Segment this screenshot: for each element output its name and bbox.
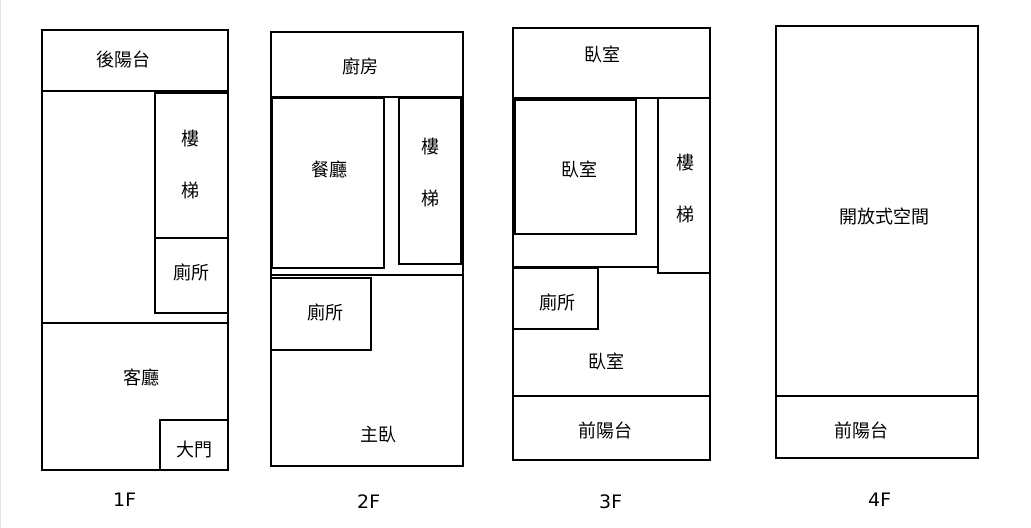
room-3f-toilet bbox=[512, 267, 599, 330]
room-2f-toilet bbox=[270, 277, 372, 351]
room-3f-stairs bbox=[657, 97, 711, 274]
label-2f-stairs: 樓 梯 bbox=[420, 139, 440, 209]
label-2f-master-bedroom: 主臥 bbox=[360, 425, 396, 446]
floor-label-1f: 1F bbox=[113, 489, 137, 511]
wall-2f-middle bbox=[270, 274, 464, 276]
label-3f-stairs-char2: 梯 bbox=[676, 205, 694, 226]
label-2f-kitchen: 廚房 bbox=[342, 57, 378, 78]
label-1f-toilet: 廁所 bbox=[173, 263, 209, 284]
label-1f-stairs-char2: 梯 bbox=[181, 181, 199, 202]
label-3f-bedroom-top: 臥室 bbox=[584, 45, 620, 66]
room-1f-main-door bbox=[159, 419, 229, 471]
label-3f-bedroom-bottom: 臥室 bbox=[588, 352, 624, 373]
wall-3f-top-bedroom bbox=[512, 97, 711, 99]
floor-label-2f: 2F bbox=[357, 491, 381, 513]
wall-1f-back-balcony bbox=[41, 90, 229, 92]
label-2f-stairs-char1: 樓 bbox=[421, 137, 439, 158]
room-2f-dining bbox=[271, 97, 385, 269]
label-2f-toilet: 廁所 bbox=[307, 303, 343, 324]
room-1f-toilet bbox=[154, 237, 229, 314]
label-1f-stairs: 樓 梯 bbox=[180, 131, 200, 201]
label-1f-main-door: 大門 bbox=[176, 440, 212, 461]
floor-plan-4f bbox=[775, 25, 979, 459]
label-4f-front-balcony: 前陽台 bbox=[834, 421, 888, 442]
floor-label-3f: 3F bbox=[599, 491, 623, 513]
wall-3f-front-balcony bbox=[512, 395, 711, 397]
room-3f-middle-bedroom bbox=[514, 99, 637, 235]
wall-1f-living-room bbox=[41, 322, 229, 324]
label-1f-back-balcony: 後陽台 bbox=[96, 50, 150, 71]
label-4f-open-space: 開放式空間 bbox=[839, 207, 929, 228]
label-3f-toilet: 廁所 bbox=[539, 293, 575, 314]
room-2f-stairs bbox=[398, 97, 462, 265]
label-2f-dining: 餐廳 bbox=[311, 160, 347, 181]
label-3f-stairs: 樓 梯 bbox=[675, 155, 695, 225]
wall-4f-front-balcony bbox=[775, 395, 979, 397]
label-1f-stairs-char1: 樓 bbox=[181, 129, 199, 150]
floor-label-4f: 4F bbox=[868, 489, 892, 511]
label-1f-living-room: 客廳 bbox=[123, 368, 159, 389]
label-3f-front-balcony: 前陽台 bbox=[578, 421, 632, 442]
label-3f-bedroom-middle: 臥室 bbox=[561, 160, 597, 181]
label-3f-stairs-char1: 樓 bbox=[676, 153, 694, 174]
label-2f-stairs-char2: 梯 bbox=[421, 189, 439, 210]
